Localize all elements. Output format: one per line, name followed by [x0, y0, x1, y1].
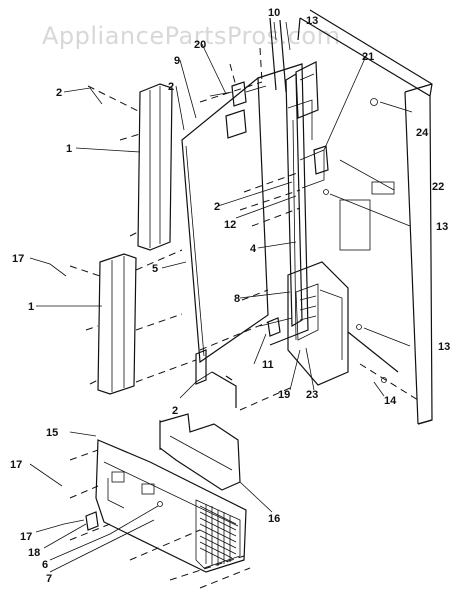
screws: [157, 98, 395, 507]
toe-grille: [95, 439, 247, 573]
bottom-bracket: [195, 349, 237, 408]
callout-17: 17: [10, 459, 22, 471]
callout-6: 6: [42, 559, 48, 571]
callout-17: 17: [12, 253, 24, 265]
damper-assembly: [259, 261, 399, 386]
side-panel-upper: [137, 83, 173, 251]
callout-12: 12: [224, 219, 236, 231]
callout-22: 22: [432, 181, 444, 193]
callout-11: 11: [262, 359, 274, 371]
callout-4: 4: [250, 243, 257, 255]
leader-lines: [29, 21, 413, 573]
callout-18: 18: [28, 547, 40, 559]
callout-15: 15: [46, 427, 58, 439]
fan-motor-assembly: [199, 17, 329, 175]
callout-9: 9: [174, 55, 180, 67]
callout-20: 20: [194, 39, 206, 51]
callout-24: 24: [416, 127, 429, 139]
callout-13: 13: [306, 15, 318, 27]
callout-1: 1: [28, 301, 34, 313]
side-panel-lower: [97, 253, 137, 395]
assembly-lines: [69, 47, 419, 589]
callout-17: 17: [20, 531, 32, 543]
callout-2: 2: [168, 81, 174, 93]
grille-vents: [195, 499, 241, 569]
callout-13: 13: [436, 221, 448, 233]
callout-1: 1: [66, 143, 72, 155]
callout-2: 2: [56, 87, 62, 99]
callout-19: 19: [278, 389, 290, 401]
callout-10: 10: [268, 7, 280, 19]
watermark: AppliancePartsPros.com: [42, 22, 340, 50]
callout-14: 14: [384, 395, 397, 407]
callout-2: 2: [214, 201, 220, 213]
air-duct: [257, 63, 325, 346]
callout-13: 13: [438, 341, 450, 353]
callout-5: 5: [152, 263, 158, 275]
callout-8: 8: [234, 293, 240, 305]
callout-21: 21: [362, 51, 374, 63]
callout-labels: 2 1 17 1 5 9 2 20 10 13 21 24 2 12 22 13…: [10, 7, 450, 585]
cabinet-wall: [297, 9, 433, 425]
callout-16: 16: [268, 513, 280, 525]
callout-7: 7: [46, 573, 52, 585]
grille-clip: [85, 511, 99, 531]
callout-2: 2: [172, 405, 178, 417]
lower-duct: [159, 413, 241, 491]
callout-23: 23: [306, 389, 318, 401]
